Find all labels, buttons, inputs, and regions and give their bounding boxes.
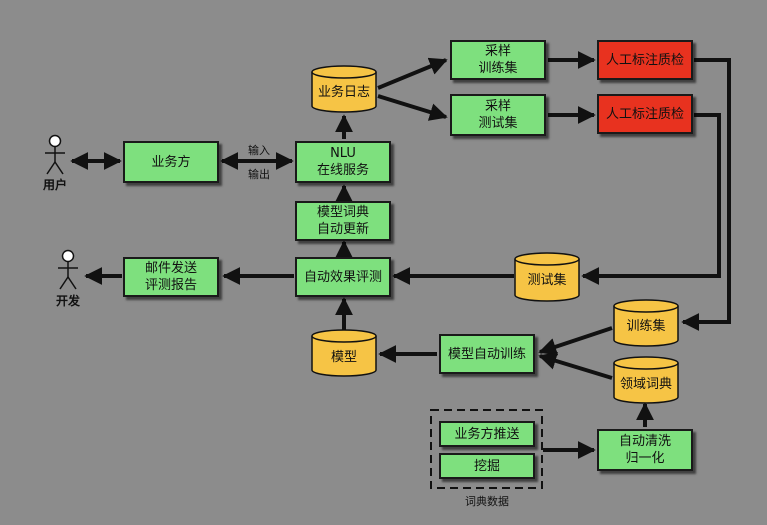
edge-qatrain-trainset xyxy=(681,58,731,331)
node-business: 业务方 xyxy=(123,141,219,183)
edge-trainset-modeltrain xyxy=(538,326,613,356)
cylinder-icon xyxy=(311,65,377,113)
edge-bizlog-sampletrain xyxy=(377,57,448,90)
node-email-report: 邮件发送 评测报告 xyxy=(123,257,219,297)
group-label-dict-data: 词典数据 xyxy=(465,495,509,508)
dict-data-group-frame xyxy=(430,409,543,489)
edge-label-input: 输入 xyxy=(248,144,270,157)
edge-domaindict-modeltrain xyxy=(538,352,613,380)
edge-qatest-testset xyxy=(581,113,721,285)
cylinder-icon xyxy=(613,299,679,347)
store-domain-dict: 领域词典 xyxy=(613,356,679,404)
edge-bizlog-sampletest xyxy=(377,94,448,121)
node-sample-test: 采样 测试集 xyxy=(450,94,546,136)
node-auto-eval: 自动效果评测 xyxy=(295,257,391,297)
node-sample-train: 采样 训练集 xyxy=(450,40,546,80)
cylinder-icon xyxy=(311,329,377,377)
cylinder-icon xyxy=(613,356,679,404)
dev-actor-icon xyxy=(58,249,78,290)
store-test-set: 测试集 xyxy=(514,252,580,302)
store-biz-log-label: 业务日志 xyxy=(317,85,370,100)
user-actor-icon xyxy=(45,134,65,175)
node-nlu-service: NLU 在线服务 xyxy=(295,141,391,183)
node-biz-push: 业务方推送 xyxy=(439,421,535,447)
store-domain-dict-label: 领域词典 xyxy=(619,377,672,392)
node-auto-clean: 自动清洗 归一化 xyxy=(597,429,693,471)
store-model-label: 模型 xyxy=(330,350,357,365)
node-manual-qa-train: 人工标注质检 xyxy=(597,40,693,80)
store-train-set: 训练集 xyxy=(613,299,679,347)
store-test-set-label: 测试集 xyxy=(527,273,567,288)
node-model-train: 模型自动训练 xyxy=(439,334,535,374)
node-mining: 挖掘 xyxy=(439,453,535,479)
store-model: 模型 xyxy=(311,329,377,377)
node-dict-update: 模型词典 自动更新 xyxy=(295,201,391,241)
store-train-set-label: 训练集 xyxy=(626,319,666,334)
dev-actor-label: 开发 xyxy=(55,294,80,308)
edge-label-output: 输出 xyxy=(248,168,270,181)
cylinder-icon xyxy=(514,252,580,302)
store-biz-log: 业务日志 xyxy=(311,65,377,113)
node-manual-qa-test: 人工标注质检 xyxy=(597,94,693,134)
user-actor-label: 用户 xyxy=(42,178,67,192)
